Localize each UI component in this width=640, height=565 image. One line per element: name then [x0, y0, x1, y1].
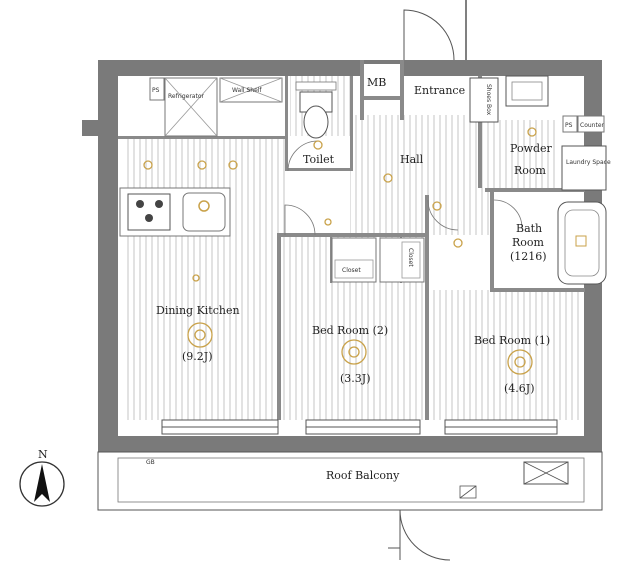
ps-label-left: PS [152, 87, 160, 94]
closet-right-label: Closet [407, 248, 414, 267]
entrance-label: Entrance [414, 84, 465, 97]
mb-label: MB [367, 76, 386, 89]
laundry-space: Laundry Space [561, 145, 611, 191]
closet-left: Closet [331, 237, 377, 283]
interior-walls [118, 60, 585, 420]
bedroom2-name: Bed Room (2) [312, 324, 388, 337]
meter-box: MB [364, 64, 400, 96]
shoes-box-label: Shoes Box [485, 84, 492, 116]
balcony-door [388, 509, 451, 561]
ps-label-right: PS [565, 122, 573, 129]
hall-label: Hall [400, 153, 424, 166]
vanity [505, 75, 549, 107]
closet-right: Closet [379, 237, 425, 283]
bath-room-line3: (1216) [510, 250, 547, 263]
compass-north-label: N [38, 448, 48, 461]
wall-shelf-label: Wall Shelf [232, 87, 262, 94]
gb-label: GB [146, 459, 155, 466]
dining-kitchen-name: Dining Kitchen [156, 304, 240, 317]
roof-balcony-label: Roof Balcony [326, 469, 400, 482]
laundry-label: Laundry Space [566, 159, 611, 166]
refrigerator-area: Refrigerator Wall Shelf [164, 77, 283, 137]
interior-doors [284, 140, 523, 236]
closet-left-label: Closet [342, 267, 361, 274]
roof-balcony: Roof Balcony GB [97, 451, 603, 511]
bedroom1-name: Bed Room (1) [474, 334, 550, 347]
flooring [125, 76, 582, 420]
entrance-door [403, 0, 467, 61]
bedroom1-size: (4.6J) [504, 382, 535, 395]
powder-room-line2: Room [514, 164, 547, 177]
kitchen-counter [119, 187, 231, 237]
ps-box-left: PS [149, 77, 165, 101]
ps-box-right: PS [562, 115, 578, 133]
bath-room-line2: Room [512, 236, 545, 249]
room-labels: Dining Kitchen (9.2J) Bed Room (2) (3.3J… [156, 84, 553, 395]
counter-label: Counter [580, 122, 605, 129]
shoes-box: Shoes Box [469, 77, 499, 123]
light-fixtures [143, 127, 537, 375]
powder-room-line1: Powder [510, 142, 553, 155]
toilet-label: Toilet [303, 153, 335, 166]
bath-room-line1: Bath [516, 222, 542, 235]
toilet-fixture [295, 81, 337, 139]
outer-walls [82, 60, 602, 452]
dining-kitchen-size: (9.2J) [182, 350, 213, 363]
bedroom2-size: (3.3J) [340, 372, 371, 385]
compass: N [19, 448, 65, 507]
counter-box: Counter [577, 115, 605, 133]
bathtub [557, 201, 607, 285]
refrigerator-label: Refrigerator [168, 93, 205, 100]
windows [161, 419, 558, 435]
